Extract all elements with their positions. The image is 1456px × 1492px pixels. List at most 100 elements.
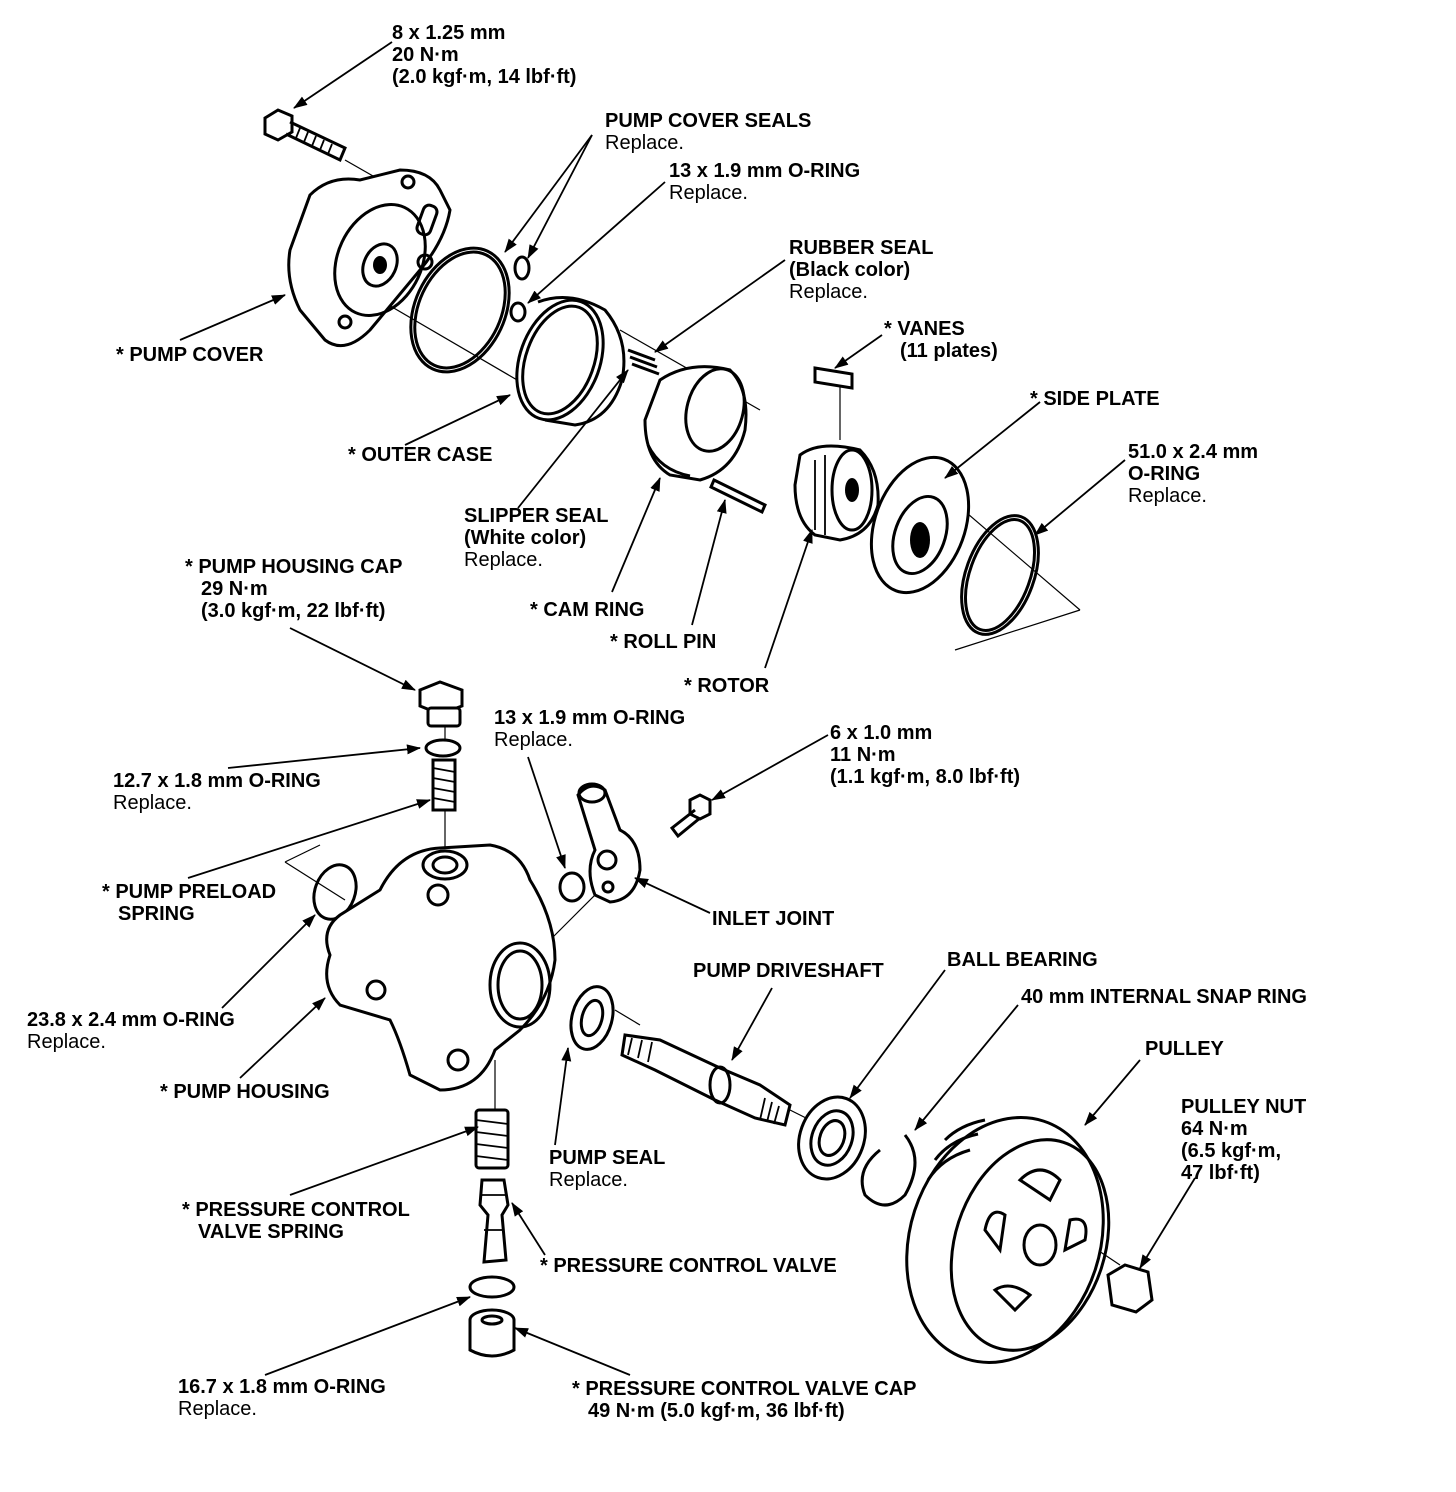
- label-pump-housing: * PUMP HOUSING: [160, 1081, 330, 1103]
- label-note: Replace.: [178, 1398, 257, 1420]
- label-line1: * PRESSURE CONTROL: [182, 1199, 410, 1221]
- label-ball-bearing: BALL BEARING: [947, 949, 1098, 971]
- o-ring-23.8x2.4: [312, 863, 358, 921]
- label-pulley-nut: PULLEY NUT 64 N·m (6.5 kgf·m, 47 lbf·ft): [1181, 1096, 1306, 1184]
- pump-cover: [287, 168, 452, 348]
- label-roll-pin: * ROLL PIN: [610, 631, 716, 653]
- label-name: RUBBER SEAL: [789, 237, 934, 259]
- label-bolt-6x1.0: 6 x 1.0 mm 11 N·m (1.1 kgf·m, 8.0 lbf·ft…: [830, 722, 1020, 788]
- label-alt-torque: (2.0 kgf·m, 14 lbf·ft): [392, 66, 577, 88]
- pump-housing-cap: [418, 680, 464, 728]
- label-name: 16.7 x 1.8 mm O-RING: [178, 1376, 386, 1398]
- label-cam-ring: * CAM RING: [530, 599, 644, 621]
- label-note: Replace.: [789, 281, 868, 303]
- label-name: * PRESSURE CONTROL VALVE CAP: [572, 1378, 917, 1400]
- label-name: SLIPPER SEAL: [464, 505, 609, 527]
- label-name: * PUMP HOUSING CAP: [185, 556, 403, 578]
- label-line2: VALVE SPRING: [198, 1221, 344, 1243]
- label-o-ring-13x1.9-lower: 13 x 1.9 mm O-RING Replace.: [494, 707, 685, 751]
- pressure-control-valve-cap: [468, 1308, 516, 1358]
- label-name: 23.8 x 2.4 mm O-RING: [27, 1009, 235, 1031]
- label-name: INLET JOINT: [712, 908, 835, 930]
- label-color: (White color): [464, 527, 587, 549]
- label-name: * ROTOR: [684, 675, 770, 697]
- internal-snap-ring: [860, 1134, 917, 1207]
- label-pressure-control-valve: * PRESSURE CONTROL VALVE: [540, 1255, 837, 1277]
- label-alt-torque: (1.1 kgf·m, 8.0 lbf·ft): [830, 766, 1021, 788]
- vanes: [813, 366, 854, 390]
- label-name: PUMP SEAL: [549, 1147, 666, 1169]
- label-spec: 51.0 x 2.4 mm: [1128, 441, 1259, 463]
- label-pulley: PULLEY: [1145, 1038, 1224, 1060]
- label-slipper-seal: SLIPPER SEAL (White color) Replace.: [464, 505, 608, 571]
- label-inlet-joint: INLET JOINT: [712, 908, 834, 930]
- label-name: * PUMP COVER: [116, 344, 264, 366]
- label-note: Replace.: [494, 729, 573, 751]
- label-spec: 8 x 1.25 mm: [392, 22, 506, 44]
- label-pump-seal: PUMP SEAL Replace.: [549, 1147, 665, 1191]
- label-pump-cover-seals: PUMP COVER SEALS Replace.: [605, 110, 811, 154]
- label-pressure-control-valve-spring: * PRESSURE CONTROL VALVE SPRING: [182, 1199, 410, 1243]
- label-name: BALL BEARING: [947, 949, 1098, 971]
- leader-lines: [179, 41, 1196, 1376]
- pressure-control-valve: [478, 1178, 510, 1264]
- label-note: Replace.: [1128, 485, 1207, 507]
- label-o-ring-23.8x2.4: 23.8 x 2.4 mm O-RING Replace.: [27, 1009, 235, 1053]
- ball-bearing: [797, 1095, 867, 1181]
- label-pressure-control-valve-cap: * PRESSURE CONTROL VALVE CAP 49 N·m (5.0…: [572, 1378, 917, 1422]
- roll-pin: [709, 477, 767, 515]
- label-note: Replace.: [605, 132, 684, 154]
- label-rotor: * ROTOR: [684, 675, 769, 697]
- label-side-plate: * SIDE PLATE: [1030, 388, 1160, 410]
- label-torque: 20 N·m: [392, 44, 459, 66]
- o-ring-12.7x1.8: [424, 738, 462, 758]
- label-name: * SIDE PLATE: [1030, 388, 1160, 410]
- label-name: 12.7 x 1.8 mm O-RING: [113, 770, 321, 792]
- label-rubber-seal: RUBBER SEAL (Black color) Replace.: [789, 237, 933, 303]
- label-name: 13 x 1.9 mm O-RING: [494, 707, 686, 729]
- pump-seal: [569, 985, 615, 1051]
- label-line2: SPRING: [118, 903, 195, 925]
- label-bolt-8x1.25: 8 x 1.25 mm 20 N·m (2.0 kgf·m, 14 lbf·ft…: [392, 22, 576, 88]
- label-name: * CAM RING: [530, 599, 645, 621]
- label-name: * VANES: [884, 318, 965, 340]
- label-name: PUMP DRIVESHAFT: [693, 960, 884, 982]
- o-ring-51.0x2.4: [960, 514, 1040, 636]
- label-name: PUMP COVER SEALS: [605, 110, 812, 132]
- o-ring-16.7x1.8: [468, 1275, 516, 1299]
- o-ring-13x1.9-lower: [558, 871, 586, 903]
- label-name: * PRESSURE CONTROL VALVE: [540, 1255, 837, 1277]
- rubber-slipper-seal: [627, 348, 660, 376]
- label-outer-case: * OUTER CASE: [348, 444, 492, 466]
- label-name: O-RING: [1128, 463, 1201, 485]
- label-name: 40 mm INTERNAL SNAP RING: [1021, 986, 1307, 1008]
- label-alt-torque: (3.0 kgf·m, 22 lbf·ft): [201, 600, 386, 622]
- label-alt-torque-2: 47 lbf·ft): [1181, 1162, 1260, 1184]
- label-note: Replace.: [549, 1169, 628, 1191]
- label-note: Replace.: [669, 182, 748, 204]
- pump-driveshaft: [620, 1033, 792, 1127]
- label-torque: 64 N·m: [1181, 1118, 1248, 1140]
- label-name: PULLEY: [1145, 1038, 1224, 1060]
- pulley-nut: [1106, 1263, 1154, 1314]
- label-name: * OUTER CASE: [348, 444, 493, 466]
- pump-preload-spring: [431, 758, 457, 812]
- side-plate: [869, 455, 971, 595]
- label-internal-snap-ring: 40 mm INTERNAL SNAP RING: [1021, 986, 1307, 1008]
- label-line1: * PUMP PRELOAD: [102, 881, 277, 903]
- label-note: Replace.: [27, 1031, 106, 1053]
- outer-case: [515, 296, 626, 427]
- label-note: Replace.: [464, 549, 543, 571]
- label-name: 13 x 1.9 mm O-RING: [669, 160, 861, 182]
- label-name: PULLEY NUT: [1181, 1096, 1307, 1118]
- label-torque: 29 N·m: [201, 578, 268, 600]
- pulley: [905, 1116, 1111, 1364]
- label-torque: 49 N·m (5.0 kgf·m, 36 lbf·ft): [588, 1400, 845, 1422]
- pump-cover-seals: [409, 246, 531, 374]
- pressure-control-valve-spring: [474, 1108, 510, 1170]
- pump-cover-bolt: [263, 108, 347, 163]
- label-pump-cover: * PUMP COVER: [116, 344, 263, 366]
- label-name: * ROLL PIN: [610, 631, 717, 653]
- cam-ring: [643, 365, 748, 482]
